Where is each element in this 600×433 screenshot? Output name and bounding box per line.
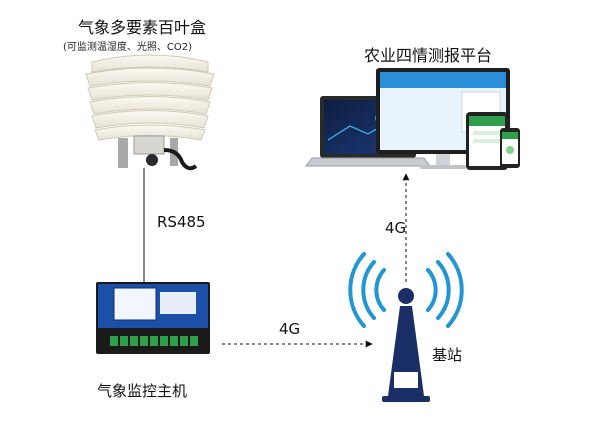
monitoring-host-icon	[96, 282, 210, 354]
shelter-title: 气象多要素百叶盒	[78, 18, 207, 37]
rs485-label: RS485	[157, 213, 206, 231]
uplink-4g-label: 4G	[385, 219, 407, 237]
host-title: 气象监控主机	[97, 382, 188, 400]
weather-shelter-icon	[85, 54, 215, 171]
platform-title: 农业四情测报平台	[364, 46, 493, 65]
station-title: 基站	[432, 346, 463, 364]
base-station-icon	[348, 252, 464, 402]
host-4g-label: 4G	[279, 320, 301, 338]
shelter-subtitle: (可监测温湿度、光照、CO2)	[63, 42, 193, 53]
platform-devices-icon	[305, 68, 520, 170]
